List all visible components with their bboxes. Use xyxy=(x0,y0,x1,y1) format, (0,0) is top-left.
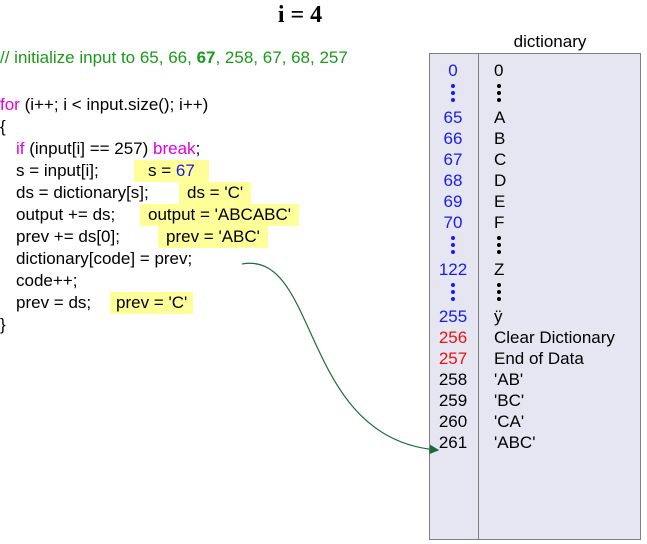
dictionary-value-67: C xyxy=(494,150,507,169)
ellipsis-val-6 xyxy=(497,236,501,257)
dictionary-code-256: 256 xyxy=(438,328,468,347)
dictionary-code-66: 66 xyxy=(443,129,463,148)
if-semicolon: ; xyxy=(195,139,201,158)
ellipsis-dot xyxy=(451,98,455,102)
dictionary-code-70: 70 xyxy=(443,213,463,232)
for-condition: (i++; i < input.size(); i++) xyxy=(19,95,209,114)
ellipsis-dot xyxy=(497,84,501,88)
ellipsis-code-0 xyxy=(451,84,455,105)
dictionary-value-255: ÿ xyxy=(494,307,503,326)
dictionary-value-65: A xyxy=(494,108,506,127)
close-brace: } xyxy=(0,315,6,334)
s-note-value: 67 xyxy=(175,161,195,180)
ellipsis-dot xyxy=(497,250,501,254)
s-value-note: s = 67 xyxy=(134,160,209,182)
ellipsis-dot xyxy=(451,236,455,240)
dictionary-value-0: 0 xyxy=(494,61,504,80)
dictionary-assign-line: dictionary[code] = prev; xyxy=(16,249,193,268)
dictionary-code-68: 68 xyxy=(443,171,463,190)
open-brace: { xyxy=(0,117,6,136)
dictionary-code-255: 255 xyxy=(438,307,468,326)
dictionary-code-65: 65 xyxy=(443,108,463,127)
comment-suffix: , 258, 67, 68, 257 xyxy=(215,48,348,67)
ellipsis-dot xyxy=(451,250,455,254)
ellipsis-dot xyxy=(451,283,455,287)
ellipsis-val-0 xyxy=(497,84,501,105)
ellipsis-dot xyxy=(451,84,455,88)
prev-set-note: prev = 'C' xyxy=(110,292,194,314)
ellipsis-dot xyxy=(497,283,501,287)
code-increment-line: code++; xyxy=(16,271,78,290)
s-assign-line: s = input[i]; xyxy=(16,161,99,180)
dictionary-title: dictionary xyxy=(513,32,587,51)
dictionary-value-69: E xyxy=(494,192,506,211)
dictionary-value-258: 'AB' xyxy=(494,370,524,389)
if-condition: (input[i] == 257) xyxy=(24,139,154,158)
dictionary-value-68: D xyxy=(494,171,507,190)
output-value-note: output = 'ABCABC' xyxy=(140,204,300,226)
for-keyword: for xyxy=(0,95,20,114)
dictionary-value-70: F xyxy=(494,213,505,232)
for-line: for (i++; i < input.size(); i++) xyxy=(0,94,208,116)
dictionary-code-257: 257 xyxy=(438,349,468,368)
ellipsis-dot xyxy=(497,297,501,301)
ellipsis-dot xyxy=(497,98,501,102)
dictionary-code-67: 67 xyxy=(443,150,463,169)
ellipsis-dot xyxy=(497,243,501,247)
dictionary-code-261: 261 xyxy=(438,433,468,452)
ellipsis-dot xyxy=(497,290,501,294)
dictionary-code-260: 260 xyxy=(438,412,468,431)
ellipsis-dot xyxy=(451,297,455,301)
comment-bold-value: 67 xyxy=(196,48,216,67)
ellipsis-code-7 xyxy=(451,283,455,304)
ellipsis-dot xyxy=(451,91,455,95)
dictionary-code-69: 69 xyxy=(443,192,463,211)
comment-prefix: // initialize input to 65, 66, xyxy=(0,48,197,67)
ellipsis-dot xyxy=(451,243,455,247)
diagram-title: i = 4 xyxy=(277,2,323,28)
dictionary-value-259: 'BC' xyxy=(494,391,525,410)
dictionary-code-259: 259 xyxy=(438,391,468,410)
dictionary-value-257: End of Data xyxy=(494,349,584,368)
output-append-line: output += ds; xyxy=(16,205,116,224)
ellipsis-val-7 xyxy=(497,283,501,304)
dictionary-column-divider xyxy=(478,53,479,540)
dictionary-code-258: 258 xyxy=(438,370,468,389)
dictionary-code-122: 122 xyxy=(438,260,468,279)
prev-append-note: prev = 'ABC' xyxy=(158,226,268,248)
dictionary-table xyxy=(429,53,641,540)
if-line: if (input[i] == 257) break; xyxy=(16,138,200,160)
ellipsis-code-6 xyxy=(451,236,455,257)
break-keyword: break xyxy=(153,139,196,158)
ellipsis-dot xyxy=(497,91,501,95)
prev-append-line: prev += ds[0]; xyxy=(16,227,120,246)
dictionary-value-256: Clear Dictionary xyxy=(494,328,615,347)
prev-set-line: prev = ds; xyxy=(16,293,92,312)
if-keyword: if xyxy=(16,139,25,158)
ellipsis-dot xyxy=(451,290,455,294)
dictionary-value-260: 'CA' xyxy=(494,412,525,431)
dictionary-code-0: 0 xyxy=(448,61,458,80)
s-note-prefix: s = xyxy=(148,161,176,180)
init-comment: // initialize input to 65, 66, 67, 258, … xyxy=(0,48,348,68)
dictionary-value-66: B xyxy=(494,129,506,148)
dictionary-value-261: 'ABC' xyxy=(494,433,536,452)
dictionary-link-arrow xyxy=(241,262,440,455)
ds-value-note: ds = 'C' xyxy=(179,182,252,204)
ds-assign-line: ds = dictionary[s]; xyxy=(16,183,149,202)
ellipsis-dot xyxy=(497,236,501,240)
dictionary-value-122: Z xyxy=(494,260,505,279)
